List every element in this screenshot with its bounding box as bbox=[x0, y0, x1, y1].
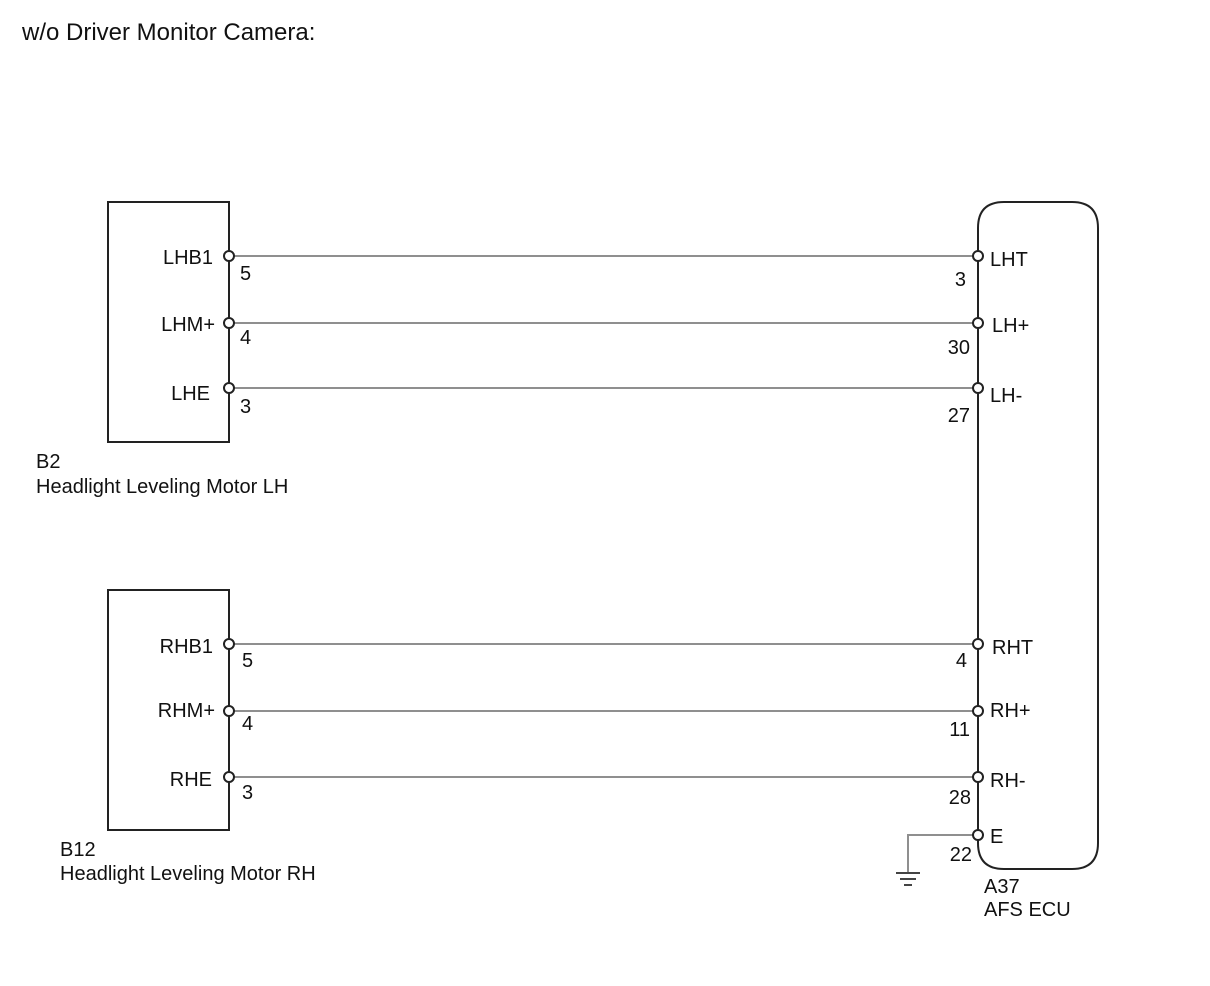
terminal-dot bbox=[972, 771, 984, 783]
terminal-dot bbox=[223, 638, 235, 650]
pin-number-lhb1: 5 bbox=[240, 263, 251, 285]
wire-lhe-lhminus: LHE 3 LH- 27 bbox=[171, 382, 1022, 427]
terminal-dot bbox=[223, 250, 235, 262]
pin-number-rhe: 3 bbox=[242, 782, 253, 804]
pin-label-rhb1: RHB1 bbox=[160, 636, 213, 658]
pin-label-lht: LHT bbox=[990, 249, 1028, 271]
pin-number-rhm-plus: 4 bbox=[242, 713, 253, 735]
motor-lh-name: Headlight Leveling Motor LH bbox=[36, 476, 288, 498]
wire-lhb1-lht: LHB1 5 LHT 3 bbox=[163, 247, 1028, 291]
terminal-dot bbox=[972, 250, 984, 262]
terminal-dot bbox=[223, 317, 235, 329]
pin-number-lhe: 3 bbox=[240, 396, 251, 418]
terminal-dot bbox=[972, 317, 984, 329]
motor-lh-code: B2 bbox=[36, 451, 60, 473]
pin-number-lhm-plus: 4 bbox=[240, 327, 251, 349]
pin-label-e: E bbox=[990, 826, 1003, 848]
pin-label-rhe: RHE bbox=[170, 769, 212, 791]
ecu-name: AFS ECU bbox=[984, 899, 1071, 921]
terminal-dot bbox=[223, 771, 235, 783]
pin-number-rht: 4 bbox=[956, 650, 967, 672]
terminal-dot bbox=[972, 705, 984, 717]
ecu-box bbox=[977, 201, 1099, 870]
wire-rhe-rhminus: RHE 3 RH- 28 bbox=[170, 769, 1026, 809]
pin-label-lhb1: LHB1 bbox=[163, 247, 213, 269]
pin-number-rh-minus: 28 bbox=[949, 787, 971, 809]
pin-label-lh-plus: LH+ bbox=[992, 315, 1029, 337]
wire-lhm-lhplus: LHM+ 4 LH+ 30 bbox=[161, 314, 1029, 359]
pin-number-lh-plus: 30 bbox=[948, 337, 970, 359]
diagram-title: w/o Driver Monitor Camera: bbox=[21, 19, 315, 46]
pin-label-lhm-plus: LHM+ bbox=[161, 314, 215, 336]
pin-label-rhm-plus: RHM+ bbox=[158, 700, 215, 722]
pin-number-lht: 3 bbox=[955, 269, 966, 291]
pin-label-lhe: LHE bbox=[171, 383, 210, 405]
pin-label-rht: RHT bbox=[992, 637, 1033, 659]
motor-rh-name: Headlight Leveling Motor RH bbox=[60, 863, 316, 885]
pin-number-rh-plus: 11 bbox=[949, 719, 970, 741]
terminal-dot bbox=[972, 638, 984, 650]
pin-number-e: 22 bbox=[950, 844, 972, 866]
ground-connection: E 22 bbox=[896, 826, 1003, 886]
ground-wire bbox=[907, 834, 978, 872]
pin-label-lh-minus: LH- bbox=[990, 385, 1022, 407]
terminal-dot bbox=[223, 382, 235, 394]
wire-rhm-rhplus: RHM+ 4 RH+ 11 bbox=[158, 700, 1031, 741]
terminal-dot bbox=[223, 705, 235, 717]
pin-number-rhb1: 5 bbox=[242, 650, 253, 672]
terminal-dot bbox=[972, 829, 984, 841]
motor-rh-code: B12 bbox=[60, 839, 96, 861]
terminal-dot bbox=[972, 382, 984, 394]
ecu-code: A37 bbox=[984, 876, 1020, 898]
pin-number-lh-minus: 27 bbox=[948, 405, 970, 427]
wire-rhb1-rht: RHB1 5 RHT 4 bbox=[160, 636, 1033, 672]
pin-label-rh-plus: RH+ bbox=[990, 700, 1031, 722]
pin-label-rh-minus: RH- bbox=[990, 770, 1026, 792]
